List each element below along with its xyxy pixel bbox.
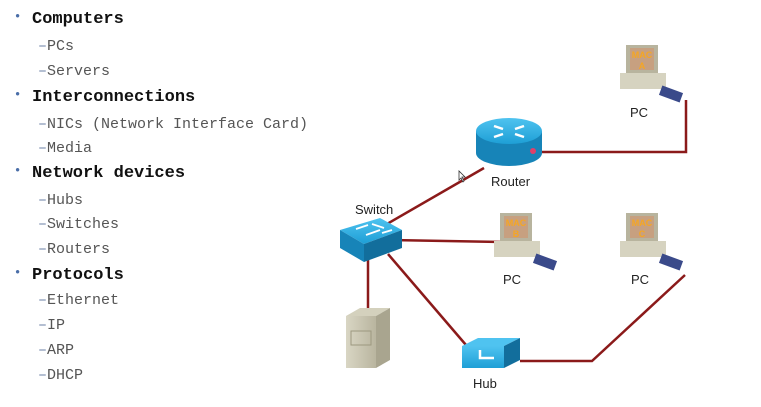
bullet-icon: • bbox=[14, 164, 22, 178]
outline-subitem: –Servers bbox=[38, 63, 111, 80]
outline-subitem: –Switches bbox=[38, 216, 120, 233]
outline-sublabel: Ethernet bbox=[47, 292, 120, 309]
outline-label: Network devices bbox=[32, 164, 186, 183]
outline-sublabel: IP bbox=[47, 317, 66, 334]
mac-address: B bbox=[513, 229, 520, 239]
outline-subitem: –NICs (Network Interface Card) bbox=[38, 116, 309, 133]
switch-icon bbox=[340, 218, 402, 262]
outline-sublabel: NICs (Network Interface Card) bbox=[47, 116, 309, 133]
pc-c-icon: MAC C bbox=[620, 213, 684, 271]
mac-label: MAC bbox=[506, 218, 527, 228]
outline-label: Interconnections bbox=[32, 88, 196, 107]
pc-c-label: PC bbox=[631, 272, 649, 287]
outline-sublabel: Routers bbox=[47, 241, 111, 258]
router-label: Router bbox=[491, 174, 531, 189]
mac-address: C bbox=[639, 229, 646, 239]
outline-subitem: –Media bbox=[38, 140, 93, 157]
pc-b-label: PC bbox=[503, 272, 521, 287]
outline-subitem: –ARP bbox=[38, 342, 75, 359]
bullet-icon: • bbox=[14, 10, 22, 24]
outline-subitem: –IP bbox=[38, 317, 66, 334]
outline-subitem: –PCs bbox=[38, 38, 75, 55]
outline-subitem: –Hubs bbox=[38, 192, 84, 209]
hub-icon bbox=[462, 338, 520, 368]
mac-address: A bbox=[639, 61, 646, 71]
router-icon bbox=[476, 118, 542, 166]
switch-label: Switch bbox=[355, 202, 393, 217]
outline-sublabel: DHCP bbox=[47, 367, 84, 384]
outline-subitem: –DHCP bbox=[38, 367, 84, 384]
bullet-icon: • bbox=[14, 88, 22, 102]
pc-b-icon: MAC B bbox=[494, 213, 558, 271]
link-hub-pc-c bbox=[520, 274, 686, 363]
outline-item-protocols: • Protocols bbox=[14, 266, 124, 285]
mac-label: MAC bbox=[632, 218, 653, 228]
outline-sublabel: Media bbox=[47, 140, 93, 157]
link-switch-hub bbox=[387, 253, 467, 346]
link-switch-pc-b bbox=[389, 238, 503, 244]
mac-label: MAC bbox=[632, 50, 653, 60]
topic-outline: • Computers –PCs –Servers • Interconnectio… bbox=[0, 0, 360, 407]
link-router-pc-a bbox=[540, 100, 688, 154]
mouse-cursor-icon bbox=[458, 170, 466, 183]
outline-sublabel: ARP bbox=[47, 342, 75, 359]
outline-item-network-devices: • Network devices bbox=[14, 164, 185, 183]
outline-sublabel: PCs bbox=[47, 38, 75, 55]
bullet-icon: • bbox=[14, 266, 22, 280]
outline-label: Computers bbox=[32, 10, 124, 29]
hub-label: Hub bbox=[473, 376, 497, 391]
outline-item-interconnections: • Interconnections bbox=[14, 88, 195, 107]
outline-sublabel: Hubs bbox=[47, 192, 84, 209]
server-icon bbox=[346, 308, 390, 368]
outline-subitem: –Routers bbox=[38, 241, 111, 258]
pc-a-label: PC bbox=[630, 105, 648, 120]
outline-sublabel: Servers bbox=[47, 63, 111, 80]
outline-subitem: –Ethernet bbox=[38, 292, 120, 309]
outline-sublabel: Switches bbox=[47, 216, 120, 233]
links bbox=[366, 100, 688, 363]
link-switch-router bbox=[379, 166, 485, 230]
outline-item-computers: • Computers bbox=[14, 10, 124, 29]
pc-a-icon: MAC A bbox=[620, 45, 684, 103]
outline-label: Protocols bbox=[32, 266, 124, 285]
